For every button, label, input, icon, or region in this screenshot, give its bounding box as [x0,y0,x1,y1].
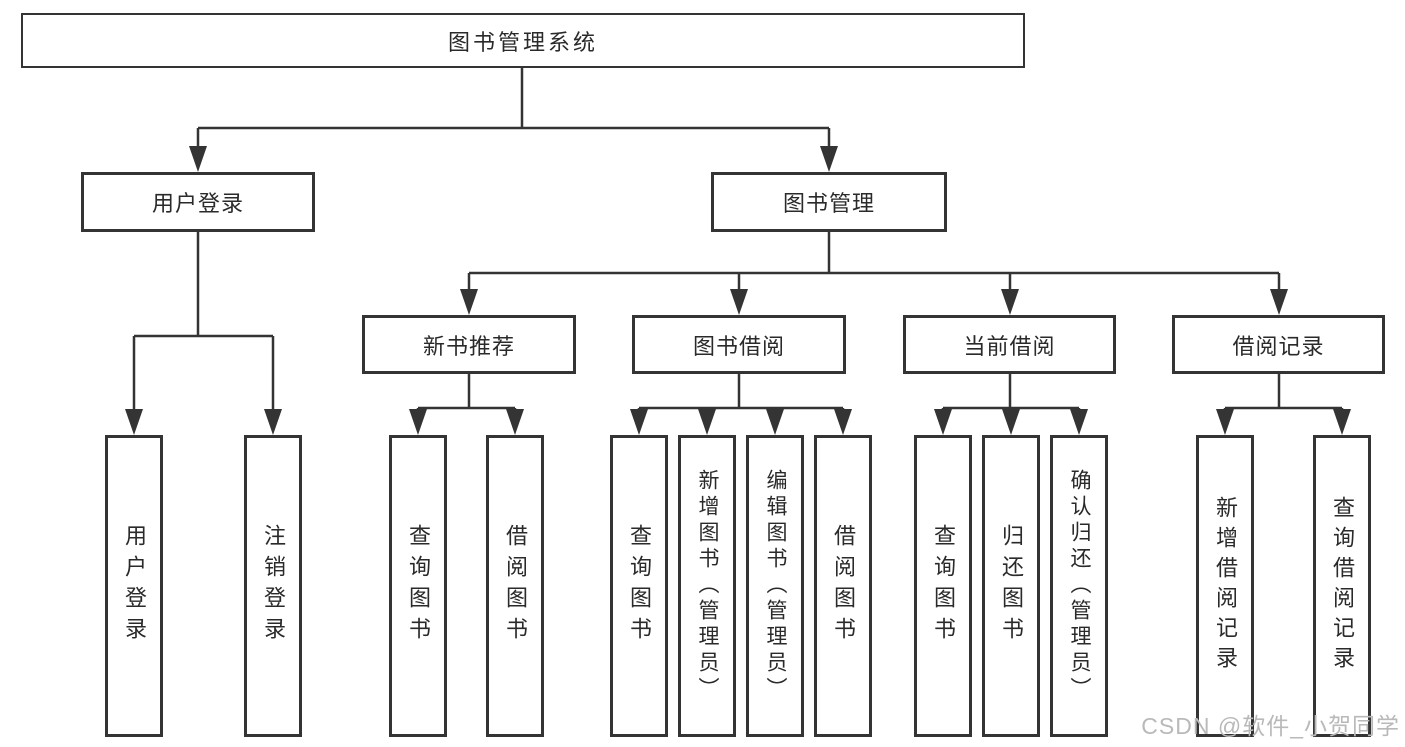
leaf-query-borrow-record: 查询借阅记录 [1313,435,1371,737]
csdn-watermark: CSDN @软件_小贺同学 [1141,713,1400,739]
node-book-management: 图书管理 [711,172,947,232]
leaf-borrow-books: 借阅图书 [814,435,872,737]
leaf-add-books-admin: 新增图书（管理员） [678,435,736,737]
leaf-edit-books-admin: 编辑图书（管理员） [746,435,804,737]
node-book-borrow: 图书借阅 [632,315,846,374]
node-new-book-recommend: 新书推荐 [362,315,576,374]
leaf-borrow-query-books: 查询图书 [610,435,668,737]
leaf-recommend-query-books: 查询图书 [389,435,447,737]
leaf-return-books: 归还图书 [982,435,1040,737]
leaf-recommend-borrow-books: 借阅图书 [486,435,544,737]
leaf-confirm-return-admin: 确认归还（管理员） [1050,435,1108,737]
node-current-borrow: 当前借阅 [903,315,1116,374]
node-user-login: 用户登录 [81,172,315,232]
leaf-add-borrow-record: 新增借阅记录 [1196,435,1254,737]
leaf-logout: 注销登录 [244,435,302,737]
leaf-current-query-books: 查询图书 [914,435,972,737]
node-root: 图书管理系统 [21,13,1025,68]
node-borrow-records: 借阅记录 [1172,315,1385,374]
leaf-user-login: 用户登录 [105,435,163,737]
arrowheads [125,146,1351,435]
